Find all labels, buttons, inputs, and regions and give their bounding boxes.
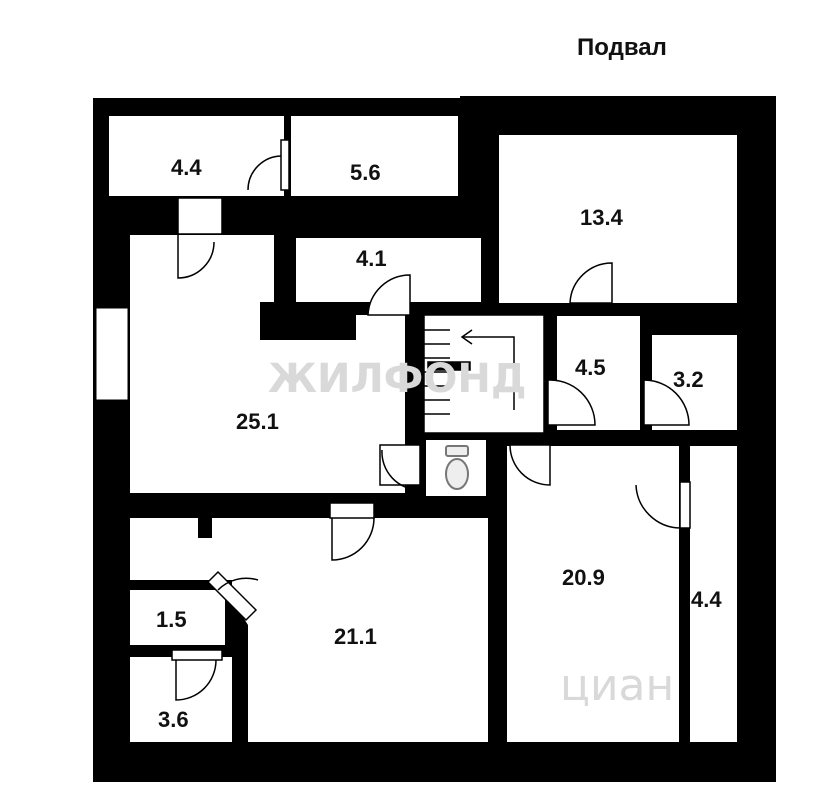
room-top-mid-area: 5.6 [350,160,381,185]
room-bottom-center-area: 21.1 [334,624,377,649]
room-right-narrow-floor [690,446,737,742]
room-bottom-left-a-floor [130,590,225,645]
room-top-left-area: 4.4 [171,155,202,180]
room-right-narrow-area: 4.4 [691,587,722,612]
room-main-hall-floor [130,235,405,493]
room-bottom-left-b-area: 3.6 [158,707,189,732]
room-top-left-floor [109,116,284,196]
floor-title: Подвал [577,34,667,61]
watermark-zhilfond: ЖИЛФОНД [268,356,526,402]
room-top-right-floor [499,135,737,303]
watermark-cian: циан [560,660,674,711]
toilet-icon [445,445,469,490]
doors [171,139,691,701]
room-top-mid-floor [291,116,458,196]
room-top-right-area: 13.4 [580,205,624,230]
outer-wall-top-right [460,96,776,116]
room-mid-small-b-area: 3.2 [673,367,704,392]
window-left [95,307,129,401]
room-right-large-area: 20.9 [562,565,605,590]
room-right-large-floor [507,446,679,742]
room-bottom-left-a-area: 1.5 [156,607,187,632]
room-small-center-area: 4.1 [356,246,387,271]
room-mid-small-a-area: 4.5 [575,355,606,380]
staircase [423,314,545,434]
wall-stub-2 [300,493,330,505]
wall-stub [198,518,212,538]
wall-pillar [260,302,356,340]
room-main-hall-area: 25.1 [236,409,279,434]
